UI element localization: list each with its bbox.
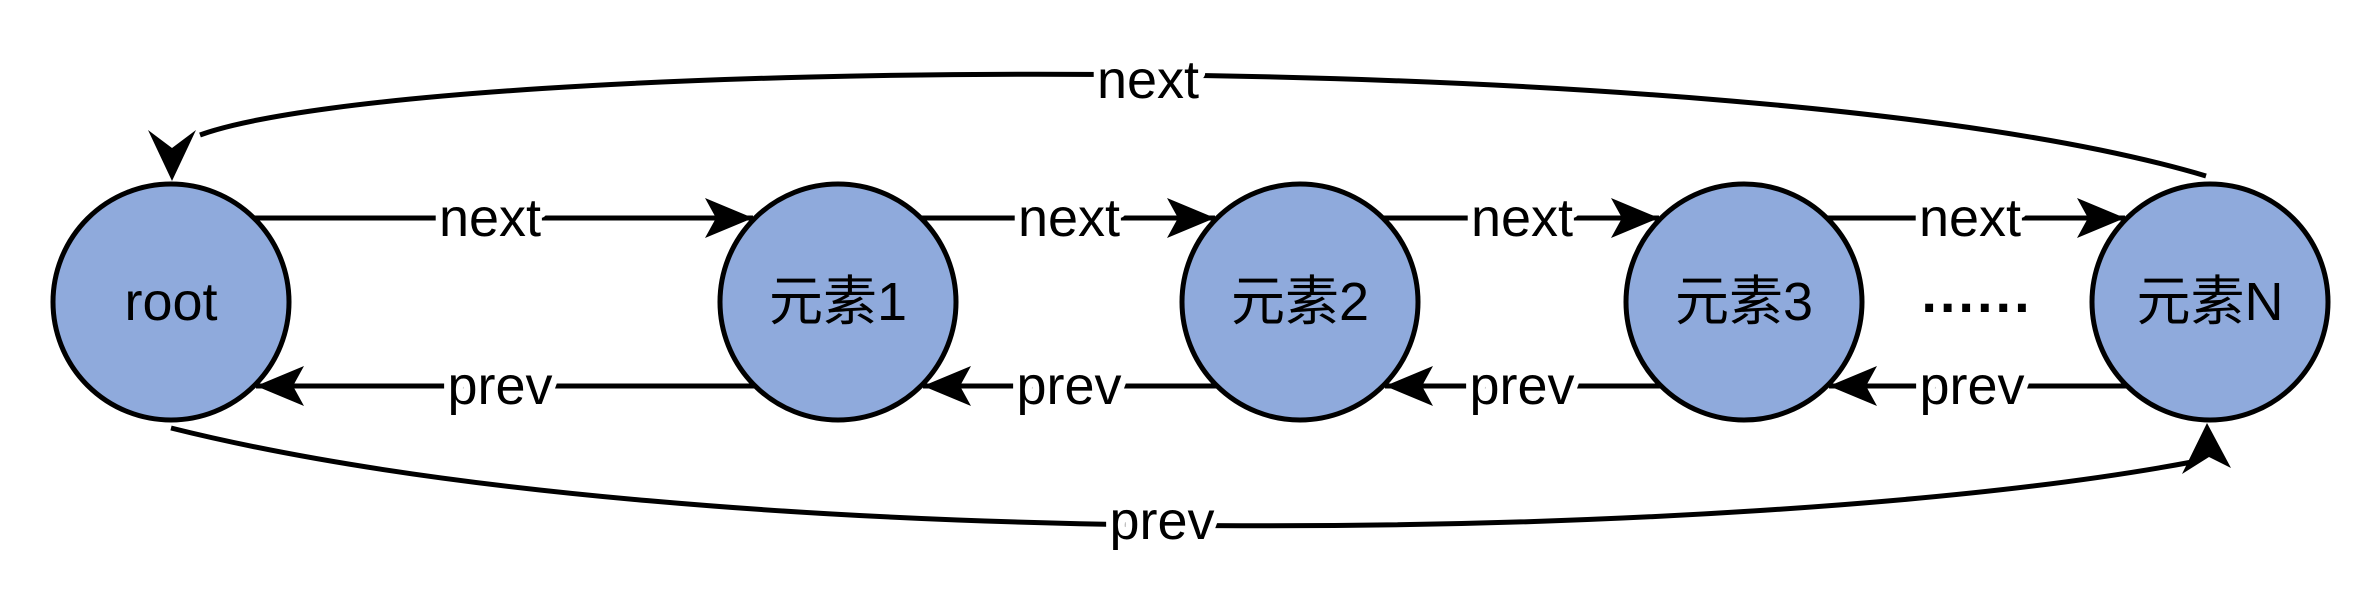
node-label-elem2: 元素2	[1231, 272, 1369, 332]
edge-label-next-1: next	[1018, 188, 1120, 248]
edge-label-prev-1: prev	[1016, 356, 1121, 416]
edge-label-next-0: next	[439, 188, 541, 248]
prev-wrap-arrowhead-icon	[2182, 423, 2231, 474]
edge-label-prev-3: prev	[1919, 356, 2024, 416]
edge-prev-wrap-arc	[170, 425, 2193, 529]
edge-label-prev-wrap: prev	[1109, 491, 1214, 551]
edge-label-next-wrap: next	[1097, 50, 1199, 110]
node-circle-root	[50, 181, 292, 423]
edge-label-prev-2: prev	[1469, 356, 1574, 416]
next-wrap-arrowhead-icon	[148, 130, 196, 181]
edge-label-prev-0: prev	[447, 356, 552, 416]
node-label-elemN: 元素N	[2137, 272, 2284, 332]
node-circle-elem1	[717, 181, 959, 423]
edge-next-wrap-arc	[199, 71, 2207, 179]
node-label-elem3: 元素3	[1675, 272, 1813, 332]
node-circle-elem3	[1623, 181, 1865, 423]
edge-label-next-3: next	[1919, 188, 2021, 248]
edge-label-next-2: next	[1471, 188, 1573, 248]
node-circle-elemN	[2089, 181, 2331, 423]
ellipsis-dots: ......	[1921, 261, 2032, 324]
node-circle-elem2	[1179, 181, 1421, 423]
node-label-elem1: 元素1	[769, 272, 907, 332]
node-label-root: root	[124, 272, 217, 332]
